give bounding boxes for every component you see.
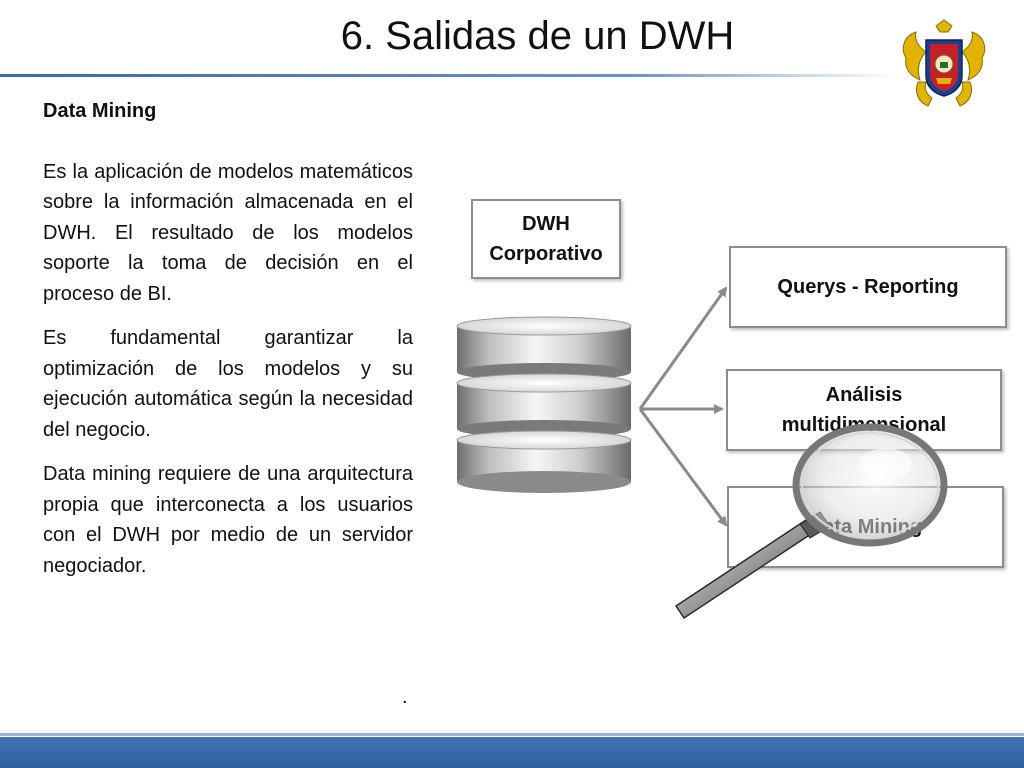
- paragraph: Es fundamental garantizar la optimizació…: [43, 327, 413, 441]
- database-icon: [456, 316, 632, 493]
- university-crest-icon: [902, 19, 986, 107]
- footer-divider: [0, 733, 1024, 736]
- paragraph: Data mining requiere de una arquitectura…: [43, 463, 413, 577]
- mining-label: Data Mining: [808, 516, 923, 538]
- analisis-label: Análisis: [825, 384, 903, 406]
- footer-bar: [0, 737, 1024, 768]
- trailing-mark: .: [402, 686, 408, 708]
- dwh-label-sub: Corporativo: [489, 243, 603, 265]
- analisis-multidimensional-box: Análisis multidimensional: [726, 369, 1002, 451]
- title-divider: [0, 74, 900, 77]
- section-heading: Data Mining: [43, 100, 157, 122]
- connector-arrows: [638, 286, 728, 527]
- querys-reporting-box: Querys - Reporting: [729, 246, 1007, 328]
- analisis-label-sub: multidimensional: [781, 414, 947, 436]
- paragraph: Es la aplicación de modelos matemáticos …: [43, 160, 413, 305]
- slide-title: 6. Salidas de un DWH: [340, 14, 735, 58]
- querys-label: Querys - Reporting: [777, 276, 959, 298]
- dwh-corporativo-box: DWH Corporativo: [471, 199, 621, 279]
- text-column: Data Mining Es la aplicación de modelos …: [43, 96, 413, 595]
- data-mining-box: Data Mining: [727, 486, 1004, 568]
- dwh-label: DWH: [522, 213, 570, 235]
